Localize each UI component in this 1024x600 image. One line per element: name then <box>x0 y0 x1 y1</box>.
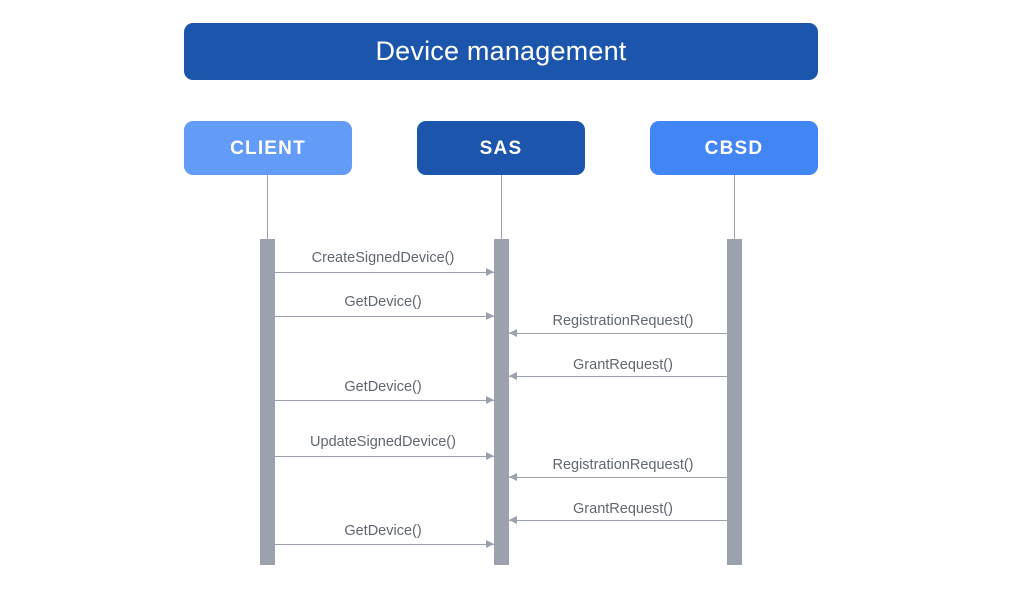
arrow-head-right-icon <box>486 311 494 320</box>
message-label: GetDevice() <box>344 523 422 539</box>
message-label: RegistrationRequest() <box>552 457 694 473</box>
diagram-title-bar: Device management <box>184 23 818 80</box>
participant-sas[interactable]: SAS <box>417 121 585 175</box>
message-label: UpdateSignedDevice() <box>310 434 456 450</box>
arrow-head-right-icon <box>486 267 494 276</box>
participant-label-client: CLIENT <box>230 137 306 159</box>
message-line <box>275 544 494 545</box>
activation-bar-client <box>260 239 275 565</box>
arrow-head-left-icon <box>509 371 517 380</box>
participant-label-sas: SAS <box>479 137 523 159</box>
participant-label-cbsd: CBSD <box>704 137 764 159</box>
message-line <box>509 333 727 334</box>
participant-client[interactable]: CLIENT <box>184 121 352 175</box>
message-label: GetDevice() <box>344 294 422 310</box>
message-line <box>275 456 494 457</box>
message-label: GrantRequest() <box>573 501 673 517</box>
message-line <box>509 376 727 377</box>
message-line <box>275 400 494 401</box>
message-line <box>509 477 727 478</box>
arrow-head-left-icon <box>509 515 517 524</box>
lifeline-cbsd <box>734 175 735 240</box>
lifeline-sas <box>501 175 502 240</box>
page-title: Device management <box>375 36 627 66</box>
message-label: GrantRequest() <box>573 357 673 373</box>
message-line <box>509 520 727 521</box>
arrow-head-right-icon <box>486 451 494 460</box>
activation-bar-sas <box>494 239 509 565</box>
activation-bar-cbsd <box>727 239 742 565</box>
message-line <box>275 272 494 273</box>
message-label: RegistrationRequest() <box>552 313 694 329</box>
message-line <box>275 316 494 317</box>
arrow-head-right-icon <box>486 395 494 404</box>
lifeline-client <box>267 175 268 240</box>
message-label: CreateSignedDevice() <box>311 250 455 266</box>
participant-cbsd[interactable]: CBSD <box>650 121 818 175</box>
message-label: GetDevice() <box>344 379 422 395</box>
arrow-head-left-icon <box>509 328 517 337</box>
arrow-head-left-icon <box>509 472 517 481</box>
arrow-head-right-icon <box>486 539 494 548</box>
